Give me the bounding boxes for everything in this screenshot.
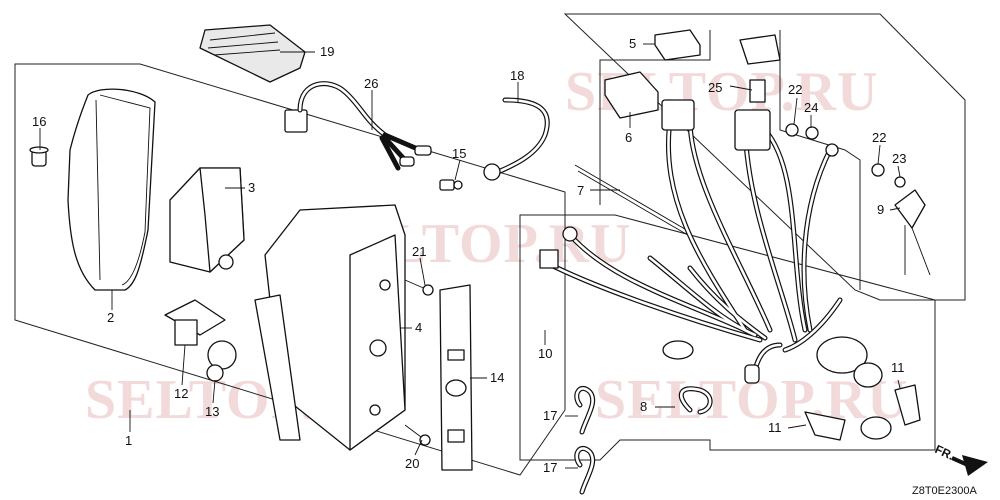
- callout-17-lower: 17: [543, 460, 557, 475]
- callout-3: 3: [248, 180, 255, 195]
- fuse-part: [739, 34, 781, 103]
- callout-22-lower: 22: [872, 130, 886, 145]
- callout-20: 20: [405, 456, 419, 471]
- callout-5: 5: [629, 36, 636, 51]
- callout-22-upper: 22: [788, 82, 802, 97]
- rear-cover-part: [67, 88, 156, 291]
- callout-15: 15: [452, 146, 466, 161]
- screw-16-part: [29, 146, 49, 167]
- key-part: [804, 384, 921, 441]
- clip-17a-part: [574, 385, 596, 435]
- callout-13: 13: [205, 404, 219, 419]
- callout-4: 4: [415, 320, 422, 335]
- control-box-part: [264, 204, 406, 451]
- callout-labels: 19 26 18 15 16 3 2 21 4 14 20 1 12 13 5 …: [32, 36, 906, 475]
- callout-19: 19: [320, 44, 334, 59]
- nut-22b-part: [871, 163, 885, 177]
- arrow-shaft: [951, 456, 971, 468]
- frame-control-box: [14, 63, 566, 476]
- nut-22a-part: [785, 123, 799, 137]
- sensor-part: [894, 189, 931, 276]
- leader-lines: [39, 43, 901, 469]
- main-harness-part: [539, 99, 843, 384]
- fuse-holder-part: [604, 71, 659, 119]
- clamp-part: [662, 340, 713, 415]
- callout-14: 14: [490, 370, 504, 385]
- callout-23: 23: [892, 151, 906, 166]
- screw-15-part: [439, 179, 463, 191]
- washer-23-part: [894, 176, 906, 188]
- panel-plate-part: [254, 294, 301, 441]
- tube-part: [574, 164, 694, 239]
- callout-11-upper: 11: [891, 360, 905, 375]
- frame-fuse-links: [779, 30, 861, 290]
- nut-24-part: [805, 126, 819, 140]
- arrow-icon: [962, 455, 988, 476]
- callout-9: 9: [877, 202, 884, 217]
- callout-21: 21: [412, 244, 426, 259]
- callout-1: 1: [125, 433, 132, 448]
- frame-harness-upper: [563, 13, 966, 301]
- callout-8: 8: [640, 399, 647, 414]
- callout-7: 7: [577, 183, 584, 198]
- callout-16: 16: [32, 114, 46, 129]
- switch-part: [164, 299, 226, 346]
- callout-11-lower: 11: [768, 420, 782, 435]
- frame-harness-lower: [519, 214, 936, 461]
- label-plate-part: [439, 284, 473, 471]
- callout-24: 24: [804, 100, 818, 115]
- screw-21-part: [404, 279, 434, 296]
- callout-25: 25: [708, 80, 722, 95]
- diagram-code: Z8T0E2300A: [912, 485, 977, 497]
- callout-10: 10: [538, 346, 552, 361]
- callout-26: 26: [364, 76, 378, 91]
- frame-fuse-box: [599, 30, 711, 205]
- callout-2: 2: [107, 310, 114, 325]
- relay-part: [654, 29, 701, 61]
- bracket-part: [169, 167, 245, 273]
- callout-18: 18: [510, 68, 524, 83]
- ignition-switch-part: [816, 336, 883, 388]
- clip-17b-part: [574, 445, 596, 495]
- callout-17-upper: 17: [543, 408, 557, 423]
- screw-20-part: [404, 424, 431, 446]
- foam-pad-part: [199, 24, 306, 83]
- front-direction-indicator: FR.: [933, 442, 988, 476]
- sub-harness-part: [284, 81, 432, 171]
- callout-12: 12: [174, 386, 188, 401]
- callout-6: 6: [625, 130, 632, 145]
- harness-band-part: [483, 97, 550, 181]
